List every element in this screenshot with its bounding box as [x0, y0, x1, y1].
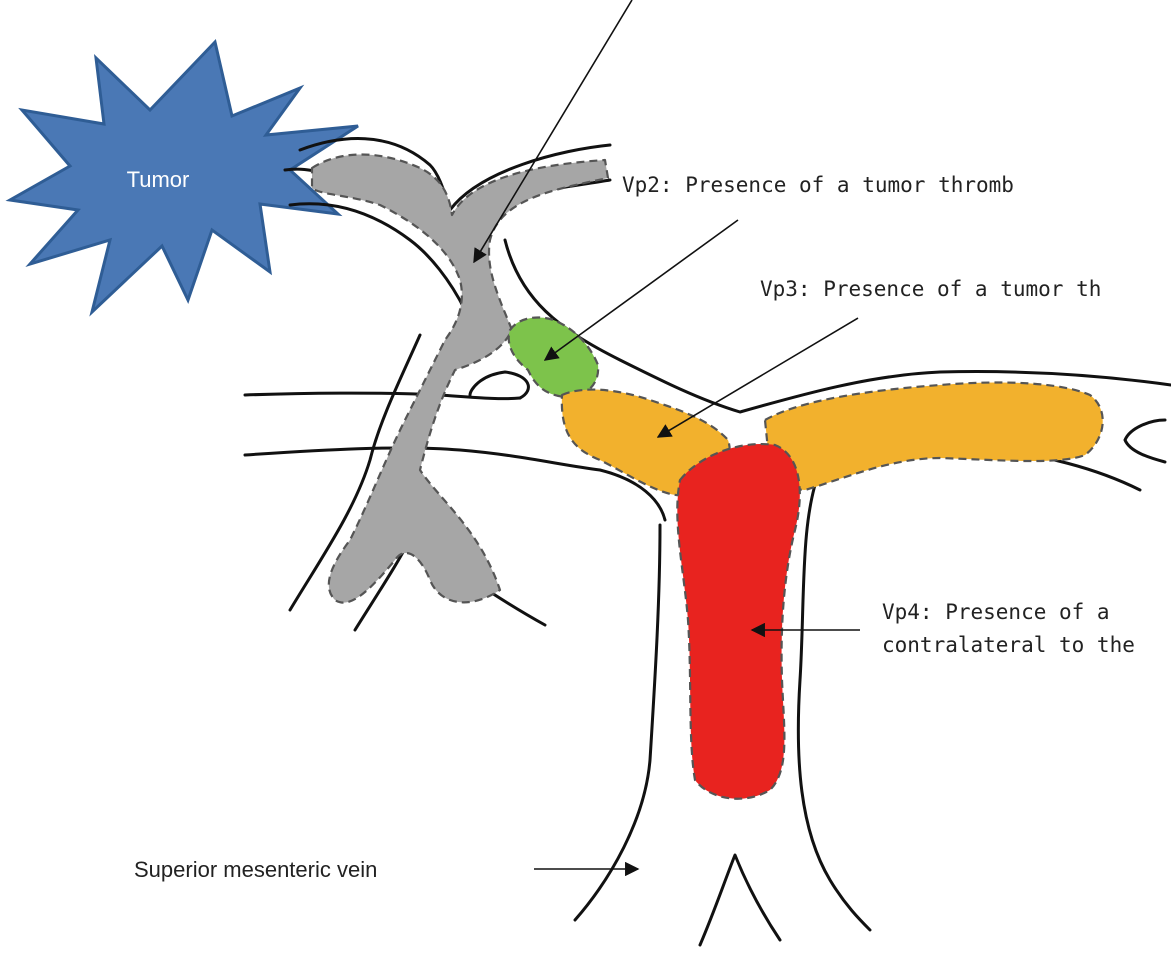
smv-label: Superior mesenteric vein — [134, 857, 377, 882]
vp4-label-line1: Vp4: Presence of a — [882, 600, 1110, 624]
tumor-label: Tumor — [127, 167, 190, 192]
vp3-thrombus-orange-right — [765, 382, 1103, 490]
vp2-arrow — [545, 220, 738, 360]
vp3-label: Vp3: Presence of a tumor th — [760, 277, 1101, 301]
vp4-thrombus-red — [677, 444, 800, 799]
tumor: Tumor — [10, 42, 358, 312]
vp2-thrombus-green — [509, 317, 598, 397]
vp4-label-line2: contralateral to the — [882, 633, 1135, 657]
vp1-arrow — [474, 0, 632, 262]
vp2-label: Vp2: Presence of a tumor thromb — [622, 173, 1014, 197]
